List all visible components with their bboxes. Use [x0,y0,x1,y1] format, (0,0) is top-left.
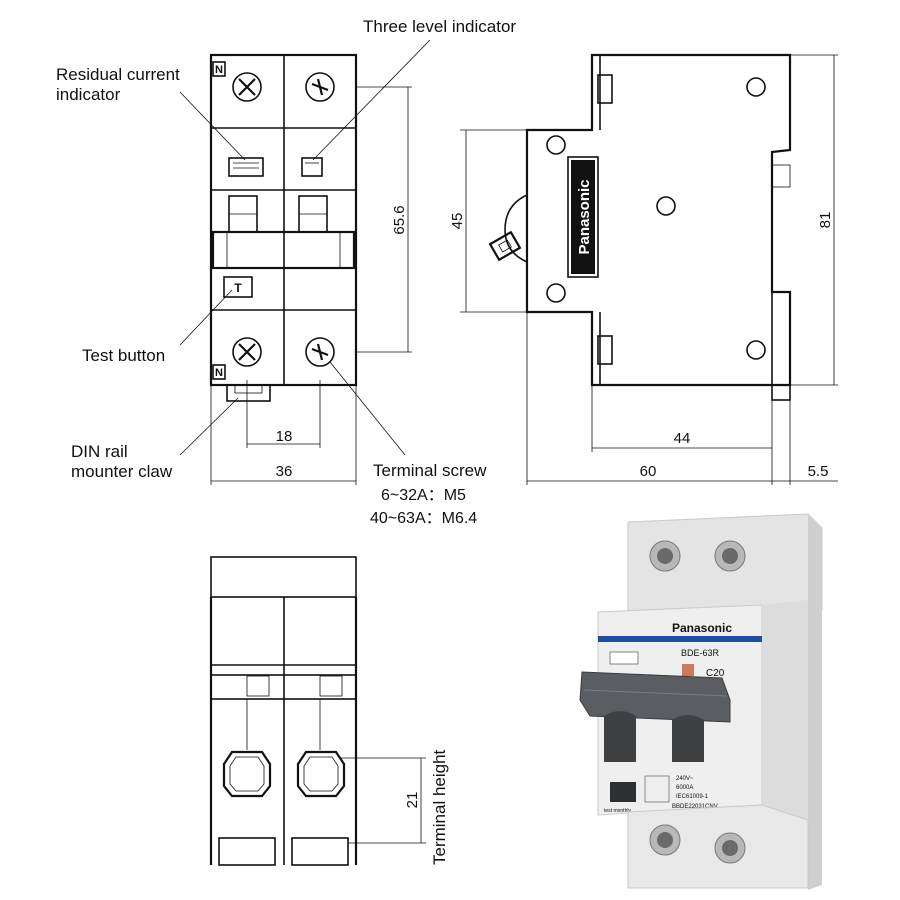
photo-voltage: 240V~ [676,776,694,782]
bottom-right-terminal-screw-icon [305,337,335,367]
top-left-terminal-screw-icon [232,72,262,102]
dim-side-clip: 5.5 [808,463,829,480]
left-terminal-opening-icon [222,750,272,798]
label-terminal-screw-spec-1: 6~32A：M5 [381,487,466,504]
dim-front-width: 36 [276,463,293,480]
side-brand-text: Panasonic [576,179,593,254]
label-terminal-screw-spec-2: 40~63A：M6.4 [370,510,477,527]
top-right-terminal-screw-icon [305,72,335,102]
side-toggle-lever [488,230,522,262]
product-photo: Panasonic BDE-63R C20 test monthly 240V~… [579,513,823,890]
test-button [223,276,253,298]
dim-front-height: 65.6 [391,205,408,234]
photo-brand: Panasonic [672,621,732,635]
label-three-level-indicator: Three level indicator [363,17,516,36]
residual-current-indicator [228,157,264,177]
photo-breaking-capacity: 6000A [676,785,693,791]
bottom-left-terminal-screw-icon [232,337,262,367]
photo-rating: C20 [706,668,725,679]
dim-side-depth: 60 [640,463,657,480]
neutral-mark-top: N [215,64,223,76]
label-test-button: Test button [82,346,165,365]
label-residual-current-1: Residual current [56,65,180,84]
photo-model: BDE-63R [681,648,720,658]
side-dimensions: 45 81 44 60 5.5 [449,54,838,485]
photo-handle [579,671,731,723]
three-level-indicator [301,157,323,177]
leader-lines [179,39,431,456]
test-mark: T [234,281,242,295]
side-view: Panasonic [488,53,792,401]
neutral-mark-bottom: N [215,367,223,379]
front-dimensions: 65.6 18 36 [210,86,412,485]
photo-test-label: test monthly [604,808,631,814]
photo-standard: IEC61009-1 [676,794,709,800]
bottom-view [209,556,358,866]
label-terminal-height: Terminal height [430,749,449,865]
operating-handle [211,230,356,270]
label-terminal-screw: Terminal screw [373,461,487,480]
blue-band [598,636,762,642]
label-din-rail-2: mounter claw [71,462,173,481]
dim-side-depth-partial: 44 [674,430,691,447]
dim-side-front-height: 45 [449,213,466,230]
front-view: N T N [209,53,358,402]
dim-side-height: 81 [817,212,834,229]
label-residual-current-2: indicator [56,85,121,104]
photo-part-number: BBDE22031CNV [672,804,718,810]
dim-terminal-height: 21 [404,792,421,809]
right-terminal-opening-icon [296,750,346,798]
label-din-rail-1: DIN rail [71,442,128,461]
terminal-height-dimension: 21 Terminal height [340,749,449,865]
photo-test-button [610,782,636,802]
dim-pole-pitch: 18 [276,428,293,445]
